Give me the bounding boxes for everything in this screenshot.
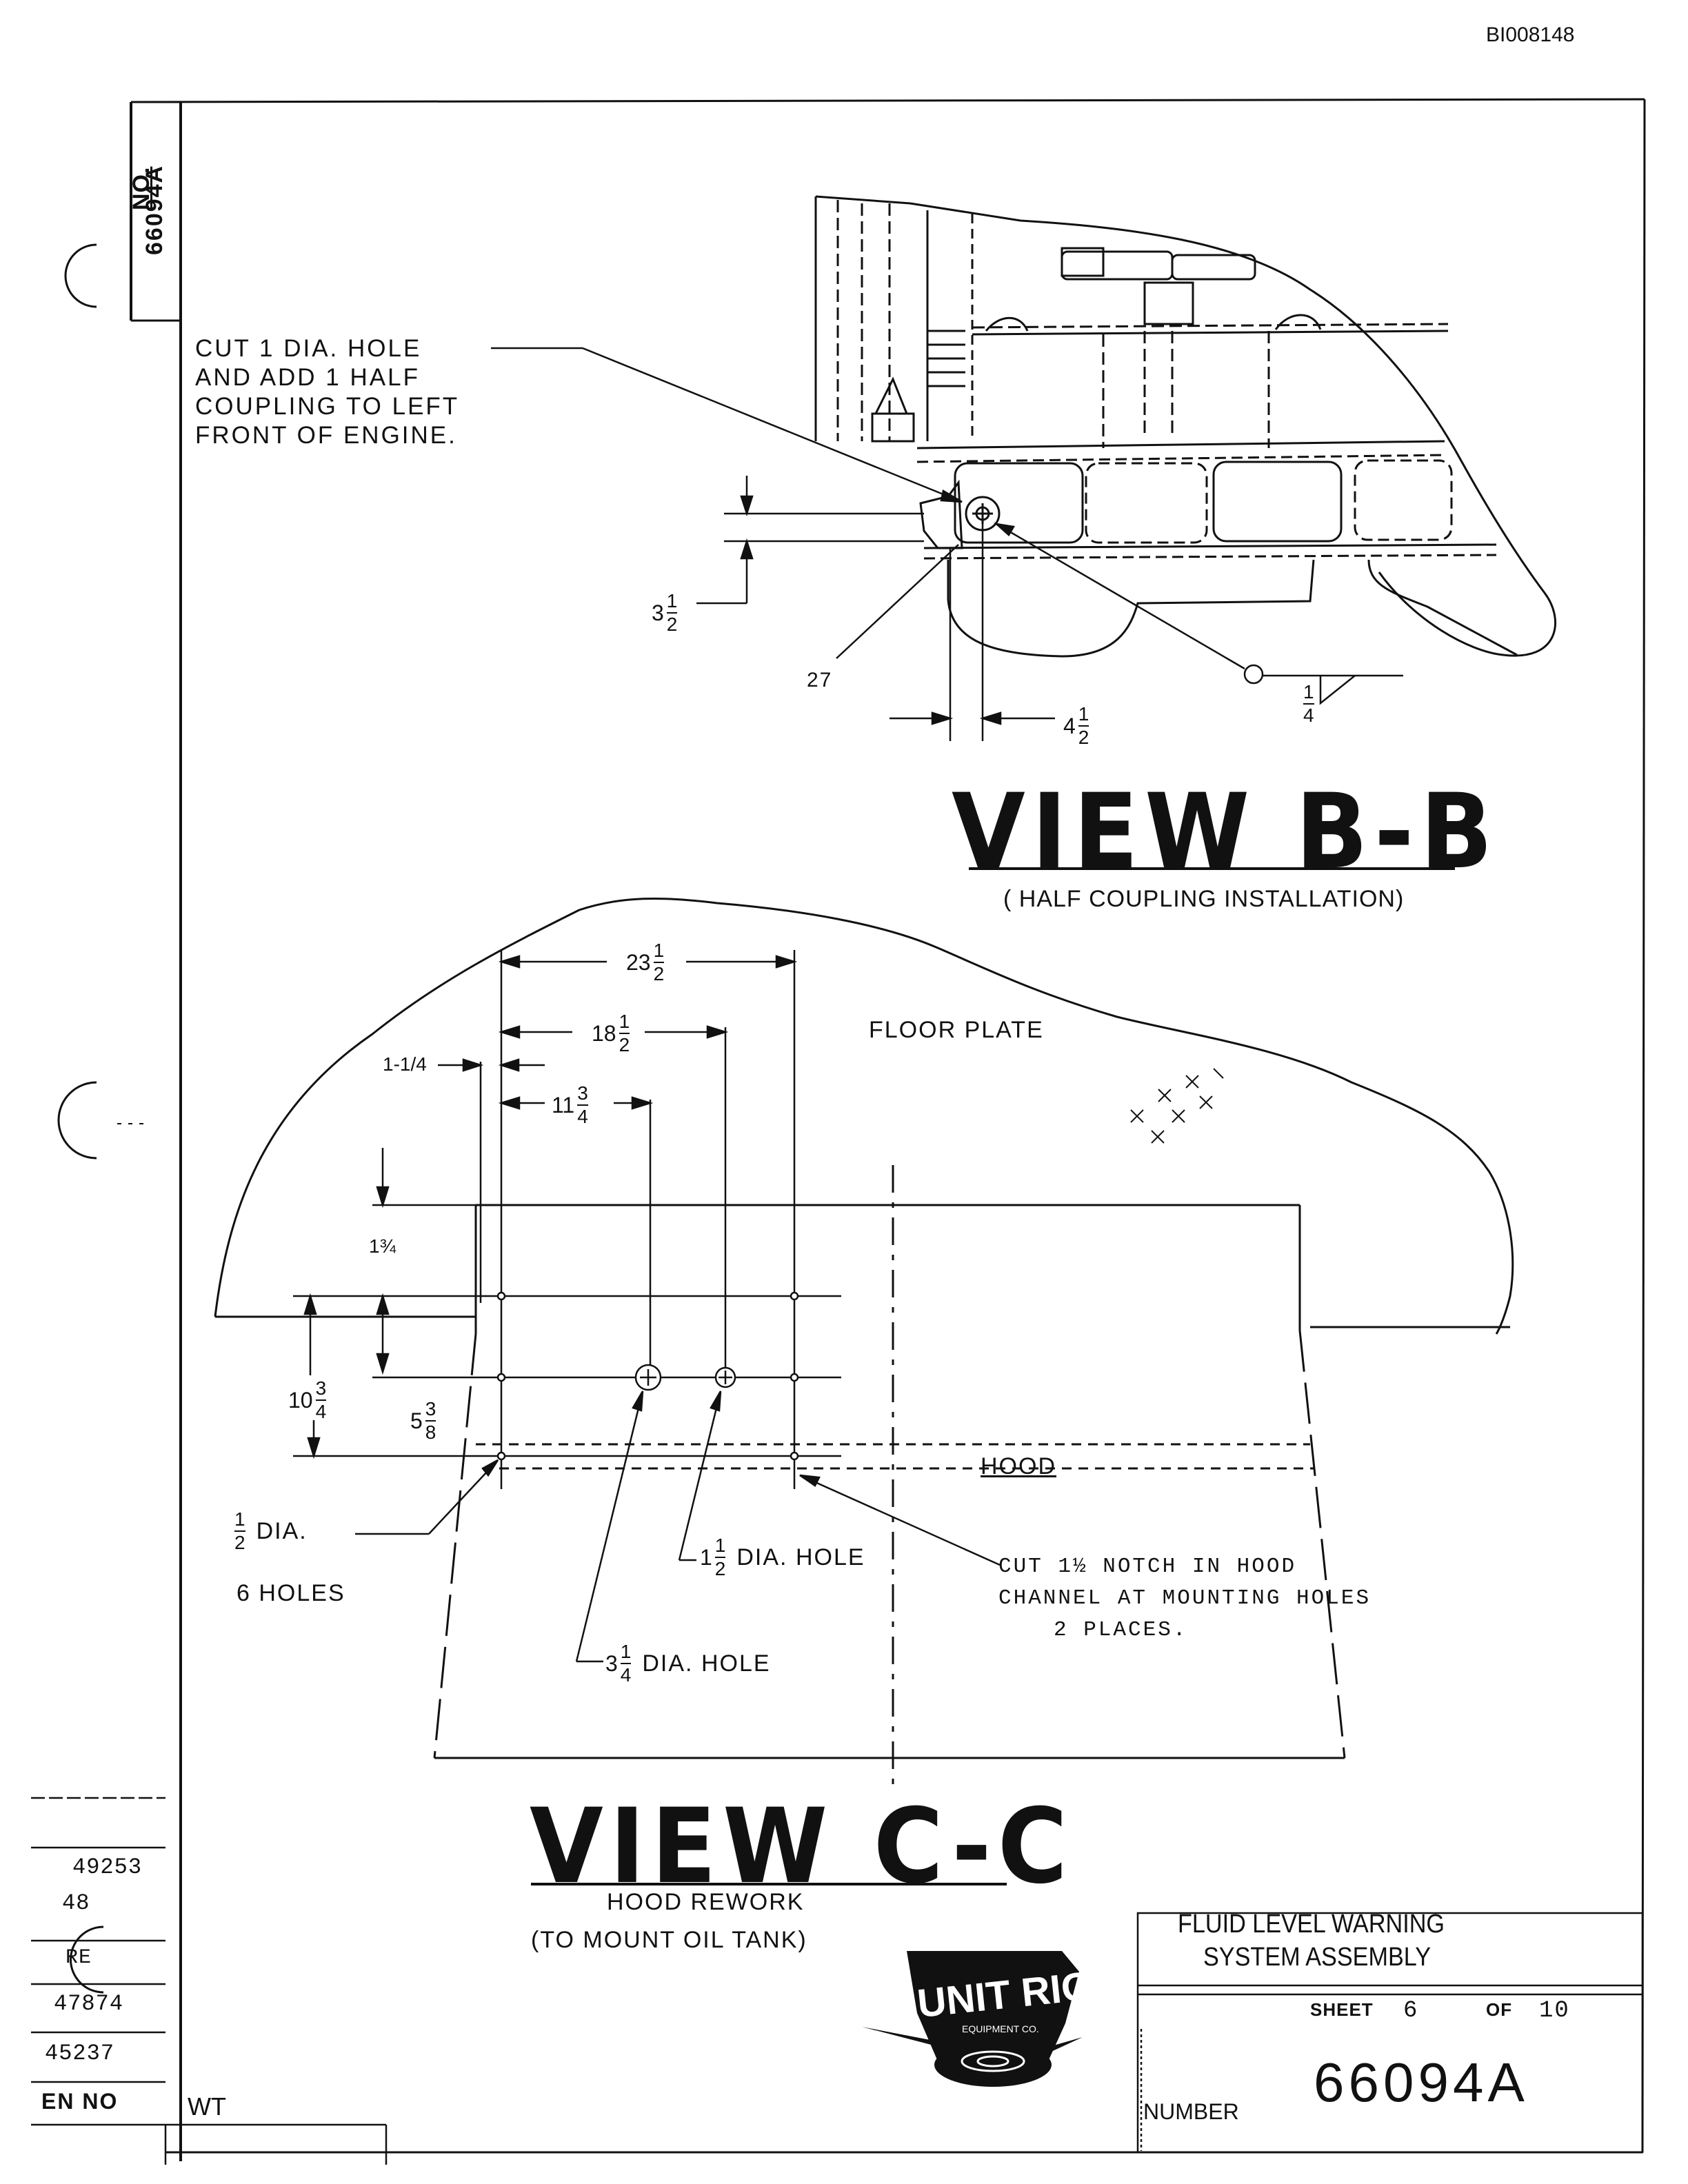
title-line-1: FLUID LEVEL WARNING <box>1178 1910 1445 1939</box>
notch-note-line: CUT 1½ NOTCH IN HOOD <box>998 1555 1297 1579</box>
logo-subtext: EQUIPMENT CO. <box>962 2023 1039 2034</box>
hood-outline <box>433 1165 1346 1792</box>
view-b-dimensions <box>491 347 1403 741</box>
revision-row: 48 <box>62 1890 90 1916</box>
title-line-2: SYSTEM ASSEMBLY <box>1203 1943 1431 1972</box>
revision-row: 47874 <box>54 1991 124 2016</box>
notch-note-line: CHANNEL AT MOUNTING HOLES <box>998 1586 1372 1610</box>
view-b-note-line: COUPLING TO LEFT <box>195 393 460 420</box>
view-c-title: VIEW C-C <box>530 1787 1074 1907</box>
view-c-subtitle-2: (TO MOUNT OIL TANK) <box>531 1927 807 1953</box>
engine-sketch <box>814 195 1556 658</box>
number-label: NUMBER <box>1143 2099 1239 2124</box>
side-number-value: 66094A <box>141 164 168 255</box>
view-c-dimensions <box>293 955 1224 1663</box>
callout-27: 27 <box>807 669 833 691</box>
sheet-total: 10 <box>1539 1998 1570 2024</box>
wt-label: WT <box>188 2092 226 2121</box>
floor-plate-label: FLOOR PLATE <box>869 1017 1044 1043</box>
six-holes-label: 6 HOLES <box>237 1580 345 1606</box>
revision-row: 49253 <box>72 1854 143 1880</box>
notch-note: CUT 1½ NOTCH IN HOOD CHANNEL AT MOUNTING… <box>998 1551 1371 1646</box>
notch-note-line: 2 PLACES. <box>1054 1618 1188 1642</box>
hood-label: HOOD <box>981 1453 1056 1479</box>
document-id: BI008148 <box>1486 23 1575 46</box>
hole-pattern <box>479 950 841 1489</box>
dim-1-1-4: 1-1/4 <box>383 1053 427 1075</box>
revision-row: RE <box>66 1946 92 1970</box>
view-b-subtitle: ( HALF COUPLING INSTALLATION) <box>1003 886 1405 912</box>
floor-plate-outline <box>214 897 1514 1335</box>
view-b-note-line: CUT 1 DIA. HOLE <box>195 335 422 362</box>
view-b-title: VIEW B-B <box>952 772 1499 892</box>
view-c-subtitle-1: HOOD REWORK <box>607 1889 805 1915</box>
view-b-note-line: AND ADD 1 HALF <box>195 364 420 391</box>
sheet-label: SHEET <box>1310 1999 1374 2020</box>
drawing-number: 66094A <box>1314 2052 1529 2113</box>
of-label: OF <box>1486 1999 1513 2020</box>
revision-row: 45237 <box>45 2041 115 2066</box>
drawing-border <box>130 98 1646 2161</box>
revision-footer-label: EN NO <box>41 2089 119 2114</box>
dim-1-3-4: 1¾ <box>369 1235 396 1257</box>
view-b-note: CUT 1 DIA. HOLE AND ADD 1 HALF COUPLING … <box>195 334 459 450</box>
title-block-lines <box>31 1797 1644 2165</box>
binder-holes <box>57 243 145 1994</box>
unit-rig-logo <box>862 1951 1083 2087</box>
sheet-number: 6 <box>1403 1998 1419 2024</box>
view-b-note-line: FRONT OF ENGINE. <box>195 422 457 449</box>
